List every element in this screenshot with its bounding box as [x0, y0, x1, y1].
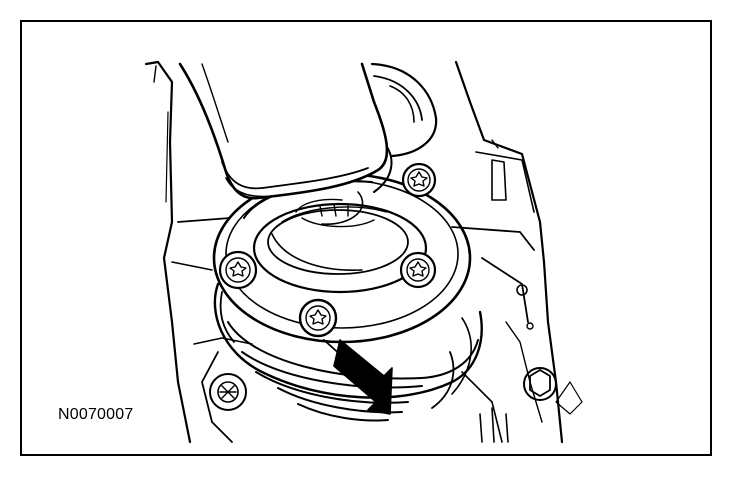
shaft-boot	[321, 62, 438, 225]
figure-frame: N0070007	[20, 20, 712, 456]
housing-outline	[144, 60, 583, 444]
torx-bolt-top-right	[401, 162, 437, 198]
pointer-arrow-icon	[323, 339, 393, 415]
coil-plug-left	[209, 373, 247, 411]
flange-hub	[252, 198, 428, 294]
hex-bolt-right	[523, 367, 557, 401]
drive-shaft	[178, 62, 389, 200]
torx-bolt-right	[399, 251, 437, 289]
torx-bolt-bottom	[298, 298, 338, 338]
figure-code-label: N0070007	[56, 406, 136, 424]
torx-bolt-left	[218, 250, 258, 290]
driveshaft-flange-illustration	[144, 60, 583, 444]
